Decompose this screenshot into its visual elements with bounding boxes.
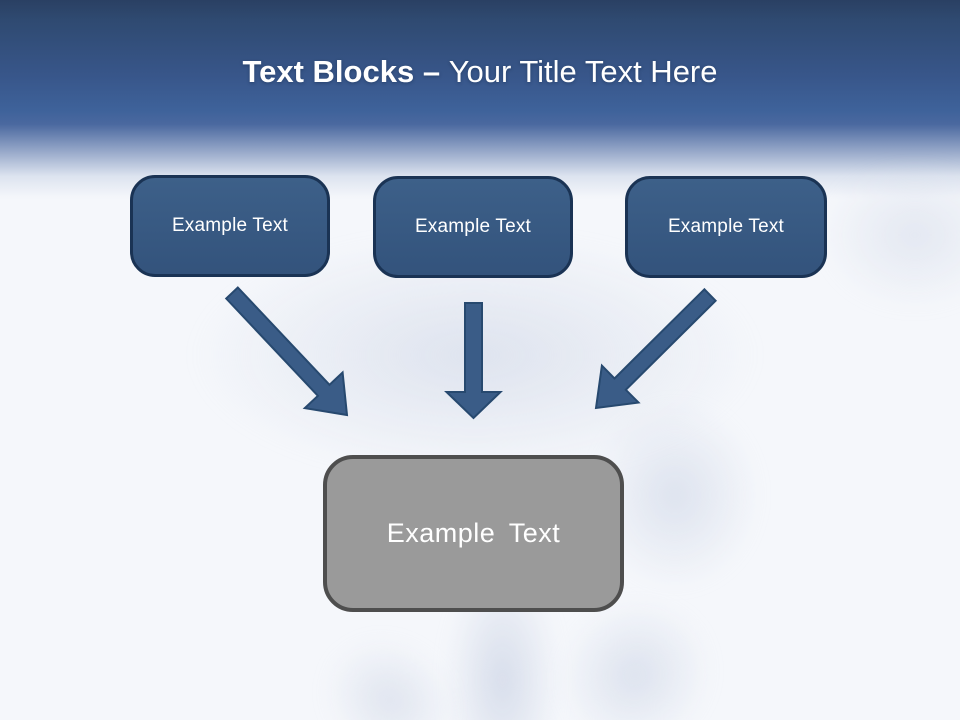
text-block-1: Example Text xyxy=(130,175,330,277)
center-block: Example Text xyxy=(323,455,624,612)
center-block-label: Example Text xyxy=(386,518,561,548)
text-block-3: Example Text xyxy=(625,176,827,278)
text-block-2-label: Example Text xyxy=(414,216,532,237)
page-title: Text Blocks – Your Title Text Here xyxy=(0,52,960,92)
text-block-1-label: Example Text xyxy=(171,215,289,236)
arrow-right-diagonal-icon xyxy=(594,287,718,410)
page-title-bold: Text Blocks xyxy=(242,54,415,89)
text-block-2: Example Text xyxy=(373,176,573,278)
page-title-regular: Your Title Text Here xyxy=(448,54,718,89)
arrow-down-icon xyxy=(444,302,503,420)
arrow-left-diagonal-icon xyxy=(224,286,349,417)
background-watermark-tooth-root-left xyxy=(298,610,482,720)
page-title-separator: – xyxy=(422,54,441,89)
header-gradient-band xyxy=(0,0,960,200)
text-block-3-label: Example Text xyxy=(667,216,785,237)
